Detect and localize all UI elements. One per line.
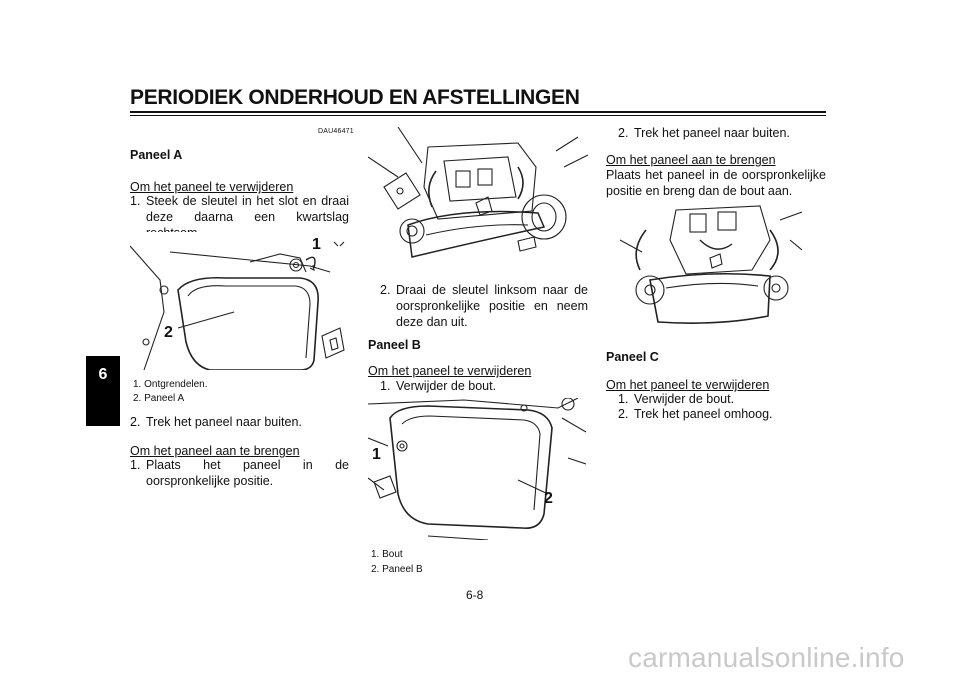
page-number: 6-8	[466, 588, 484, 602]
step-number: 2.	[618, 407, 629, 421]
heading-paneel-c: Paneel C	[606, 350, 659, 364]
step-number: 1.	[130, 458, 141, 472]
doc-code: DAU46471	[318, 128, 354, 135]
step-number: 2.	[380, 283, 391, 297]
header-rule-thick	[130, 111, 826, 113]
callout-1: 1	[372, 446, 381, 463]
step-text: Verwijder de bout.	[634, 392, 735, 406]
callout-1: 1	[312, 236, 321, 253]
figure-panel-b: 1 2	[368, 398, 586, 540]
install-step-a-1: 1. Plaats het paneel in de oorspronkelij…	[130, 457, 349, 489]
step-text: Trek het paneel naar buiten.	[634, 126, 790, 140]
step-number: 2.	[130, 415, 141, 429]
figure-key-turn	[368, 127, 588, 273]
figure-panel-a: 1 2	[130, 232, 350, 370]
step-c-1: 1. Verwijder de bout.	[618, 391, 826, 407]
callout-2: 2	[164, 324, 173, 341]
remove-title-c: Om het paneel te verwijderen	[606, 378, 770, 392]
step-text: Verwijder de bout.	[396, 379, 497, 393]
step-text: Trek het paneel naar buiten.	[146, 415, 302, 429]
step-b-prev-2: 2. Draai de sleutel linksom naar de oors…	[380, 282, 588, 330]
step-text: Plaats het paneel in de oorspronkelijke …	[146, 458, 349, 488]
step-a-2: 2. Trek het paneel naar buiten.	[130, 414, 349, 430]
step-number: 1.	[380, 379, 391, 393]
step-c-2: 2. Trek het paneel omhoog.	[618, 406, 826, 422]
step-text: Draai de sleutel linksom naar de oorspro…	[396, 283, 588, 329]
caption-a-1: 1. Ontgrendelen.	[133, 379, 208, 390]
step-number: 1.	[618, 392, 629, 406]
heading-paneel-a: Paneel A	[130, 148, 183, 162]
caption-b-1: 1. Bout	[371, 549, 403, 560]
caption-b-2: 2. Paneel B	[371, 564, 423, 575]
callout-2: 2	[544, 490, 553, 507]
caption-a-2: 2. Paneel A	[133, 393, 185, 404]
install-title-b: Om het paneel aan te brengen	[606, 153, 776, 167]
step-number: 1.	[130, 194, 141, 208]
step-b-1: 1. Verwijder de bout.	[380, 378, 588, 394]
page-title: PERIODIEK ONDERHOUD EN AFSTELLINGEN	[130, 86, 580, 109]
figure-panel-c	[620, 200, 802, 330]
chapter-tab: 6	[86, 356, 120, 426]
step-number: 2.	[618, 126, 629, 140]
remove-title-a: Om het paneel te verwijderen	[130, 180, 294, 194]
step-text: Trek het paneel omhoog.	[634, 407, 773, 421]
heading-paneel-b: Paneel B	[368, 338, 421, 352]
remove-title-b: Om het paneel te verwijderen	[368, 364, 532, 378]
install-text-b: Plaats het paneel in de oorspronkelijke …	[606, 168, 826, 198]
watermark: carmanualsonline.info	[628, 642, 905, 673]
header-rule-thin	[130, 115, 826, 116]
install-title-a: Om het paneel aan te brengen	[130, 444, 300, 458]
step-b-2: 2. Trek het paneel naar buiten.	[618, 125, 826, 141]
